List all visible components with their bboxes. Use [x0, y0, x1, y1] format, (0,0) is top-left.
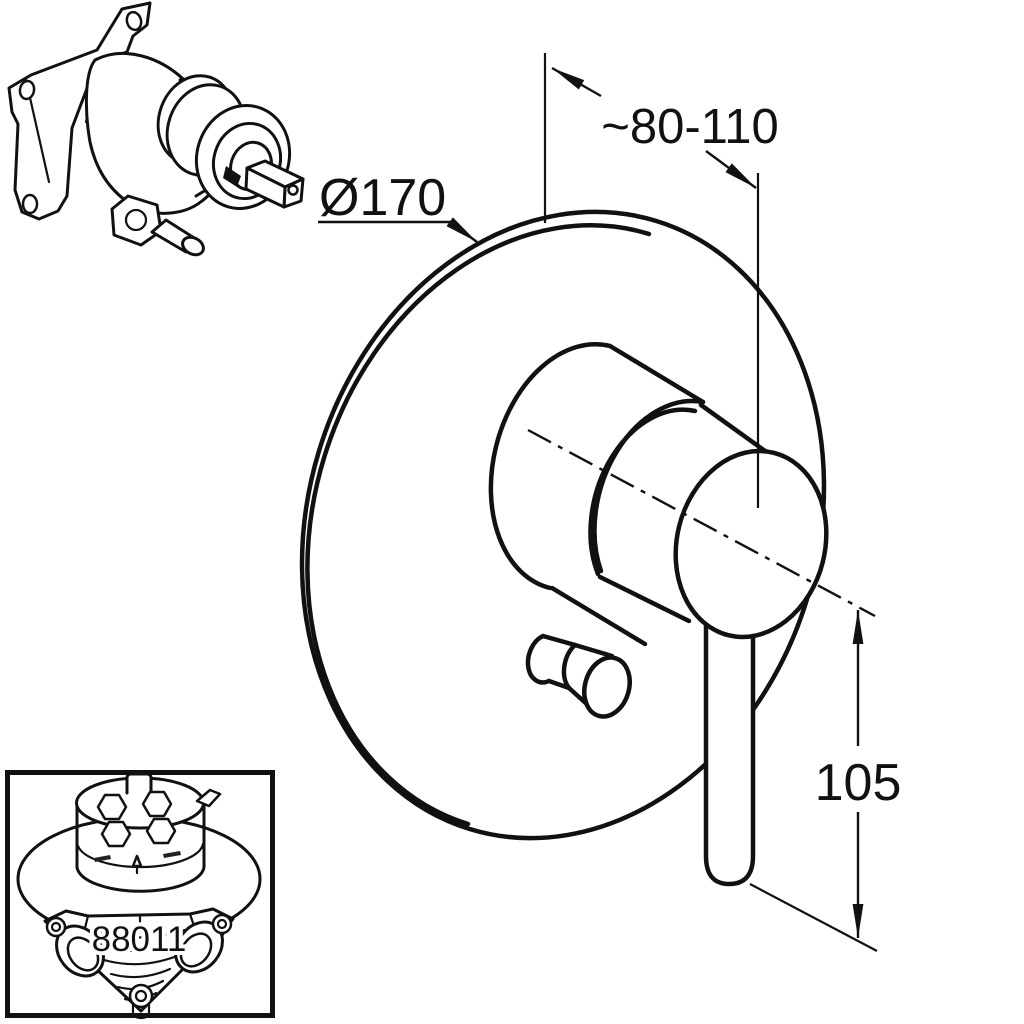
axis-centerline — [527, 428, 876, 618]
dimension-depth-label: ~80-110 — [601, 100, 779, 154]
hex-plugs — [96, 790, 177, 848]
dimension-lever-length: 105 — [749, 610, 902, 952]
dimensions: ~80-110 Ø170 105 — [318, 53, 902, 952]
band-markings — [94, 851, 181, 875]
hex-fitting — [110, 194, 163, 247]
trim-main-view — [299, 209, 876, 887]
bracket-hole-icon — [125, 10, 143, 32]
diverter-knob — [525, 633, 632, 719]
dimension-depth: ~80-110 — [543, 53, 779, 508]
dimension-plate-diameter: Ø170 — [318, 169, 478, 243]
bracket-hole-icon — [18, 79, 36, 101]
valve-body-inset — [7, 1, 305, 257]
part-number-label: 88011 — [92, 920, 187, 959]
cartridge-notch — [223, 166, 241, 187]
valve-block — [43, 907, 235, 1020]
concealed-body-inset: 88011 — [5, 770, 275, 1020]
handle-hub-sleeve — [488, 342, 706, 647]
dimension-diameter-label: Ø170 — [319, 169, 446, 227]
handle-grip — [597, 402, 829, 640]
dimension-lever-label: 105 — [815, 754, 902, 812]
handle-front-face — [673, 448, 829, 640]
cover-plate-rim — [305, 223, 652, 827]
square-spindle — [244, 159, 305, 209]
lever-bar — [703, 593, 756, 887]
bracket-hole-icon — [21, 193, 39, 215]
